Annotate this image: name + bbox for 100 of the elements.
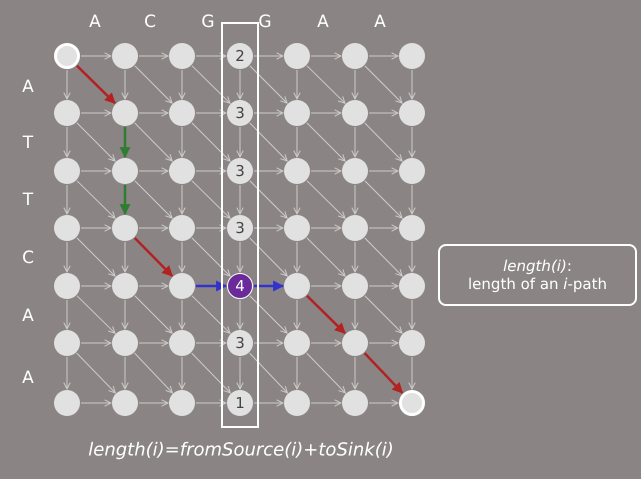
arrow — [134, 180, 173, 219]
sequence-letter: A — [89, 12, 101, 32]
arrow — [138, 52, 168, 60]
arrow — [351, 242, 359, 272]
arrow — [293, 300, 301, 330]
arrow — [310, 339, 342, 347]
node-circle — [284, 273, 310, 299]
column-frame — [221, 22, 259, 428]
arrow — [80, 399, 112, 407]
node-circle — [169, 215, 195, 241]
arrow — [76, 122, 116, 162]
arrow — [76, 352, 116, 394]
arrow — [364, 122, 403, 162]
sequence-letter: T — [22, 133, 34, 153]
arrow — [368, 282, 398, 290]
arrow — [236, 242, 244, 272]
arrow — [80, 52, 112, 60]
arrow — [121, 70, 129, 100]
arrow — [178, 356, 186, 390]
arrow — [364, 295, 403, 334]
arrow — [351, 300, 359, 330]
node-circle — [399, 330, 425, 356]
sequence-letter: A — [317, 12, 329, 32]
node-circle — [54, 158, 80, 184]
arrow — [76, 237, 116, 277]
arrow — [408, 184, 416, 214]
arrow — [80, 224, 112, 232]
arrow — [364, 238, 403, 276]
arrow — [293, 126, 301, 158]
node-number: 4 — [235, 277, 245, 295]
sequence-letter: G — [258, 12, 272, 32]
arrow — [191, 352, 231, 394]
definition-box — [438, 244, 637, 306]
arrow — [310, 109, 342, 117]
arrow — [178, 70, 186, 100]
node-circle — [399, 100, 425, 126]
node-circle — [399, 215, 425, 241]
arrow — [293, 356, 301, 390]
arrow — [63, 300, 71, 330]
arrow — [138, 167, 168, 175]
arrow — [134, 237, 174, 277]
arrow — [249, 122, 288, 162]
arrow — [293, 70, 301, 100]
node-circle — [342, 215, 368, 241]
arrow — [306, 65, 346, 104]
arrow — [178, 126, 186, 158]
formula-caption: length(i)=fromSource(i)+toSink(i) — [88, 440, 394, 460]
arrow — [191, 237, 231, 277]
arrow — [254, 167, 284, 175]
node-circle — [227, 330, 253, 356]
node-circle — [54, 100, 80, 126]
sequence-letter: T — [22, 190, 34, 210]
node-circle — [342, 43, 368, 69]
arrow — [306, 237, 346, 277]
arrow — [236, 356, 244, 390]
arrow — [196, 280, 228, 292]
sequence-letter: A — [374, 12, 386, 32]
arrow — [236, 126, 244, 158]
arrow — [138, 224, 168, 232]
sequence-letter: A — [22, 368, 34, 388]
arrow — [80, 282, 112, 290]
arrow — [408, 70, 416, 100]
node-circle — [169, 158, 195, 184]
arrow — [63, 70, 71, 100]
node-circle — [284, 100, 310, 126]
arrow — [368, 224, 398, 232]
node-circle — [112, 43, 138, 69]
node-circle — [112, 215, 138, 241]
arrow — [306, 294, 346, 334]
node-circle — [399, 390, 425, 416]
arrow — [364, 65, 403, 104]
arrow — [63, 126, 71, 158]
arrow — [249, 65, 288, 104]
arrow — [138, 339, 168, 347]
arrow — [306, 180, 346, 219]
arrow — [76, 180, 116, 219]
arrow — [120, 127, 130, 158]
node-circle — [112, 158, 138, 184]
arrow — [236, 70, 244, 100]
arrow — [368, 167, 398, 175]
node-circle — [284, 215, 310, 241]
arrow — [368, 399, 398, 407]
arrow — [368, 109, 398, 117]
arrow — [134, 122, 173, 162]
arrow — [80, 167, 112, 175]
arrow — [408, 356, 416, 390]
arrow — [236, 300, 244, 330]
arrow — [254, 339, 284, 347]
arrow — [80, 339, 112, 347]
arrow — [293, 242, 301, 272]
node-circle — [227, 43, 253, 69]
arrow — [310, 399, 342, 407]
node-circle — [227, 100, 253, 126]
arrow — [138, 399, 168, 407]
arrow — [138, 109, 168, 117]
arrow — [121, 356, 129, 390]
arrow — [138, 282, 168, 290]
node-circle — [399, 158, 425, 184]
arrow — [254, 280, 284, 292]
arrow — [364, 352, 404, 394]
